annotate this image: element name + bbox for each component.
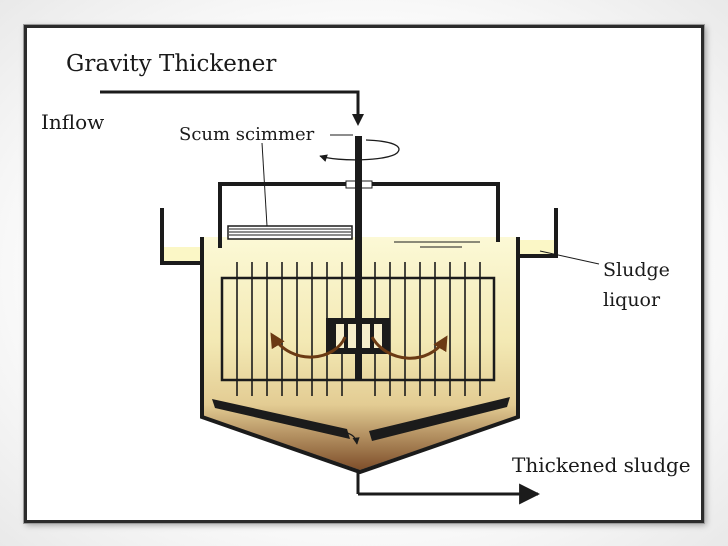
diagram-title: Gravity Thickener: [66, 51, 277, 77]
right-scraper-blade: [369, 397, 510, 441]
left-overflow-trough: [164, 247, 200, 261]
rotation-arrow: [319, 139, 400, 162]
scum-leader-line: [261, 142, 268, 227]
liquor-leader-line: [539, 250, 600, 265]
sludge-liquor-label-line1: Sludge: [603, 259, 670, 281]
tank-outline: [200, 237, 520, 475]
right-flow-arrow: [370, 335, 448, 360]
left-scraper-blade: [212, 399, 350, 439]
left-trough-wall: [160, 208, 200, 265]
left-flow-arrow: [270, 332, 347, 359]
inflow-pipe: [100, 90, 360, 116]
sludge-liquor-label: Sludge liquor: [603, 255, 670, 315]
thickened-sludge-label: Thickened sludge: [512, 453, 691, 477]
bridge-frame: [218, 182, 346, 248]
scum-skimmer-label: Scum scimmer: [179, 124, 315, 145]
right-trough-wall: [519, 208, 558, 258]
bridge-frame-right: [372, 182, 500, 242]
sludge-drop-arrow: [343, 431, 360, 445]
inflow-label: Inflow: [41, 110, 105, 134]
sludge-liquor-label-line2: liquor: [603, 289, 661, 311]
scum-skimmer: [227, 225, 353, 240]
pickets: [236, 262, 481, 396]
right-overflow-trough: [520, 240, 556, 254]
rake-frame: [220, 276, 496, 382]
central-shaft: [355, 136, 362, 380]
inflow-arrowhead: [352, 114, 364, 126]
